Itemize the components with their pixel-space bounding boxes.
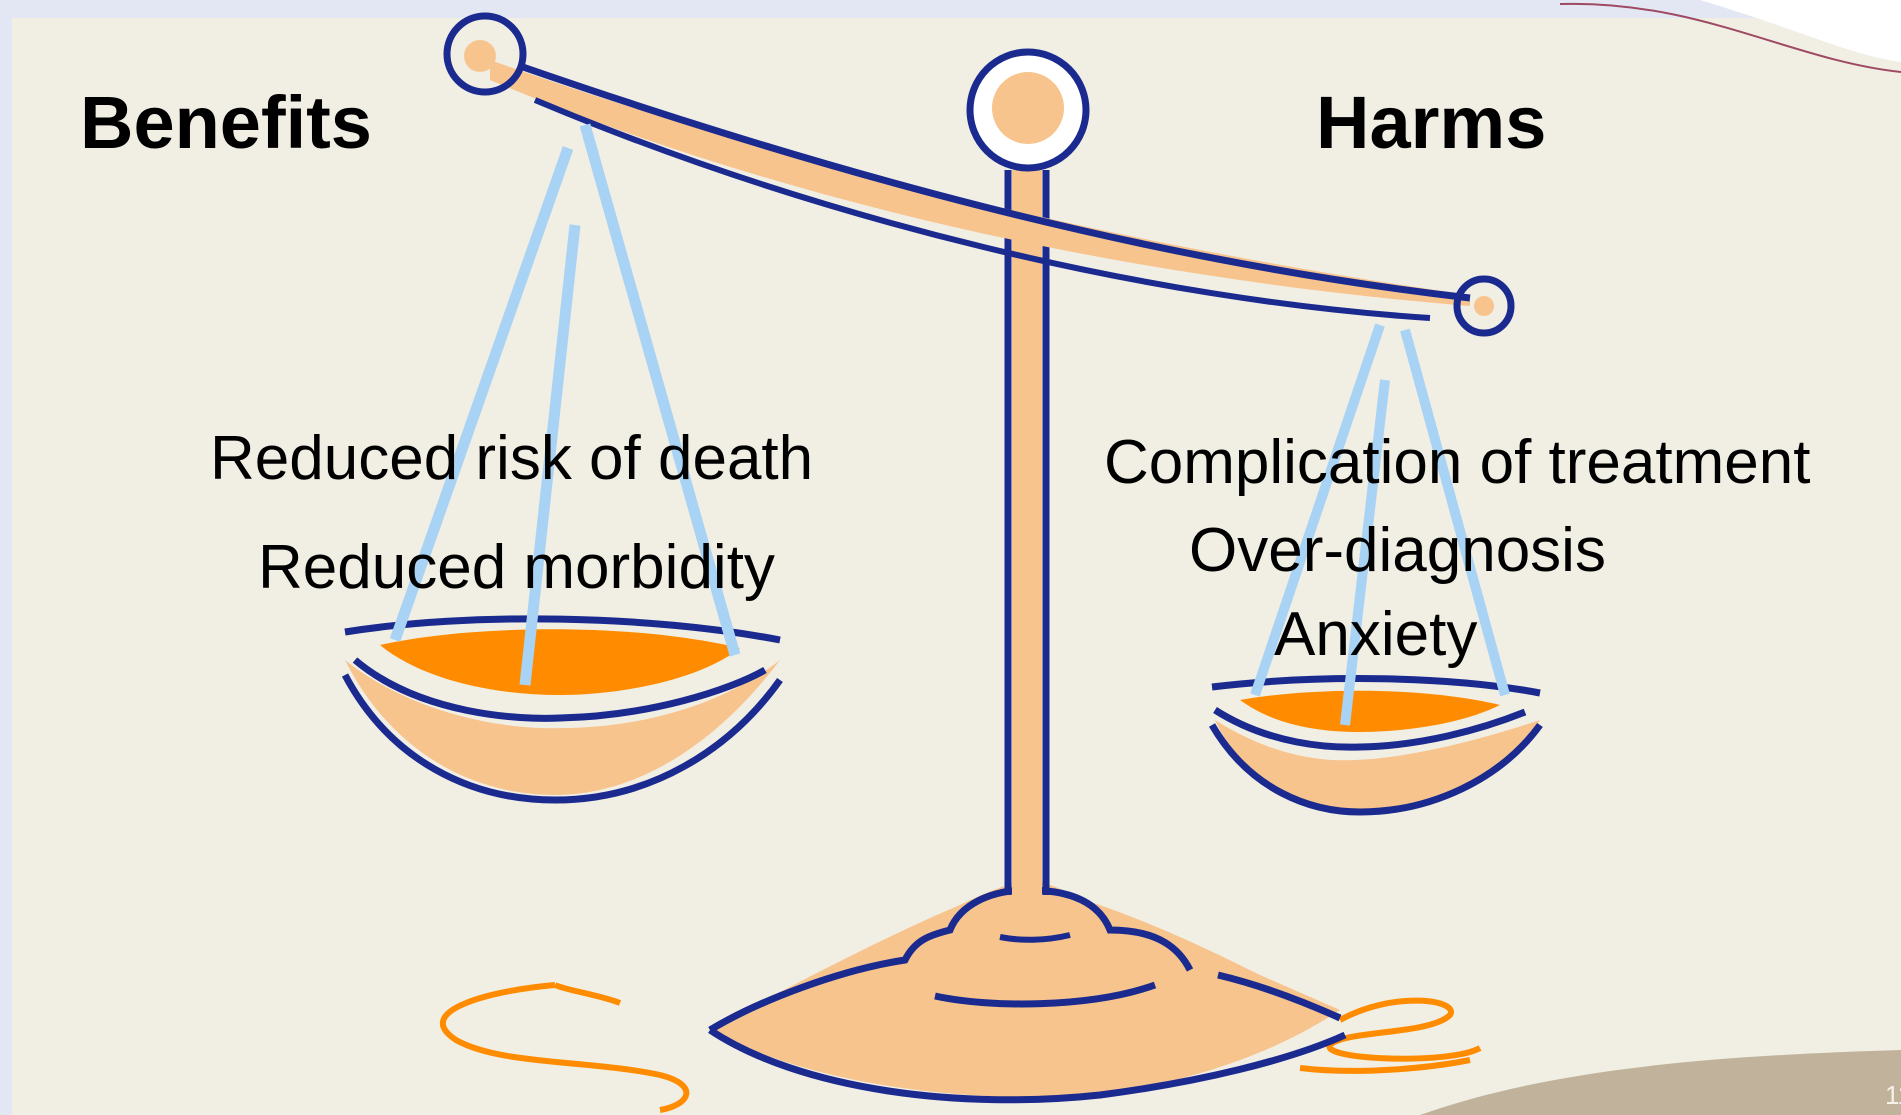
harm-item: Over-diagnosis [1189,520,1606,582]
left-squiggle-top [555,985,620,1003]
right-pan-liquid [1240,691,1500,732]
corner-swoosh-fill [1700,0,1901,62]
benefit-item: Reduced risk of death [210,428,813,490]
harms-heading: Harms [1316,86,1546,160]
corner-wedge [1420,1050,1901,1115]
left-beam-ring-fill [464,40,496,72]
harm-item: Complication of treatment [1104,432,1810,494]
left-squiggle [443,985,687,1110]
right-beam-ring-fill [1474,296,1494,316]
benefits-heading: Benefits [80,86,372,160]
right-squiggle [1329,1001,1480,1059]
harm-item: Anxiety [1274,604,1477,666]
page-number: 11 [1885,1080,1901,1111]
benefit-item: Reduced morbidity [258,537,775,599]
pillar-fill [1012,170,1042,900]
pivot-knob-fill [992,72,1064,144]
left-pan-liquid [380,629,740,695]
right-squiggle-tail [1300,1060,1470,1071]
